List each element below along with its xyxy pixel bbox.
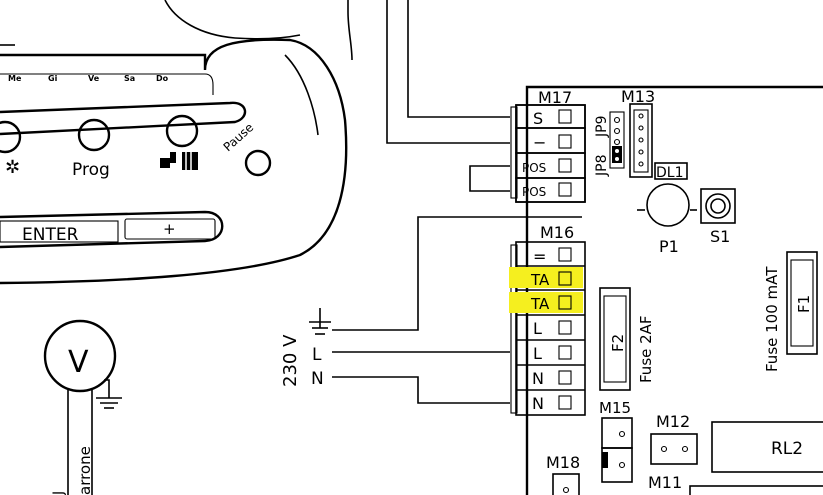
plus-label: + (163, 220, 176, 238)
m16-terminal-ta-1: TA (530, 271, 550, 289)
m16-label: M16 (540, 223, 574, 242)
supply-wiring: 230 V L N (280, 0, 582, 404)
m15-label: M15 (599, 399, 631, 417)
day-label-me: Me (8, 74, 22, 83)
m12-label: M12 (656, 412, 690, 431)
jp9-label: JP9 (594, 116, 610, 138)
m16-terminal-n-1: N (532, 369, 544, 388)
enter-button[interactable] (0, 220, 119, 243)
m17-terminal-pos-2: POS (522, 185, 546, 199)
f2-label: F2 (609, 334, 627, 352)
connector-m11: M11 (648, 473, 682, 492)
enter-label: ENTER (22, 225, 79, 245)
m18-label: M18 (546, 453, 580, 472)
led-dl1: DL1 (654, 162, 688, 181)
m11-label: M11 (648, 473, 682, 492)
f2-fuse-label: Fuse 2AF (637, 315, 655, 383)
m16-terminal-l-2: L (533, 344, 542, 363)
meter-side-text-2: J (51, 491, 67, 495)
connector-m13: M13 (621, 87, 655, 178)
l-label: L (312, 345, 322, 365)
sun-icon: ✲ (5, 157, 20, 178)
m16-terminal-l-1: L (533, 319, 542, 338)
terminal-block-m16: M16 = TA TA L L N N (509, 223, 586, 416)
prog-label: Prog (72, 160, 110, 180)
prog-knob[interactable] (77, 118, 111, 152)
supply-voltage-label: 230 V (280, 334, 301, 387)
ta-highlight-2 (509, 292, 583, 313)
day-labels: Me Gi Ve Sa Do (8, 74, 169, 83)
day-label-sa: Sa (124, 74, 135, 83)
m16-terminal-ta-2: TA (530, 295, 550, 313)
connector-m12: M12 (650, 412, 698, 465)
terminal-block-m17: M17 S − POS POS (510, 88, 586, 203)
control-panel: Me Gi Ve Sa Do ✲ Prog Pause ENTER + (0, 0, 348, 285)
pause-label: Pause (221, 120, 257, 154)
connector-m18: M18 (546, 453, 580, 495)
jumpers: JP9 JP8 (594, 111, 625, 177)
day-label-do: Do (156, 74, 169, 83)
m17-terminal-s: S (533, 109, 543, 128)
voltmeter: V arrone J (43, 319, 122, 495)
day-label-gi: Gi (48, 74, 58, 83)
fuse-f2: F2 Fuse 2AF (599, 287, 655, 391)
rl2-label: RL2 (771, 439, 803, 459)
m16-terminal-n-2: N (532, 394, 544, 413)
meter-side-text: arrone (76, 446, 94, 495)
jp8-label: JP8 (594, 155, 610, 177)
m17-terminal-pos-1: POS (522, 161, 546, 175)
voltmeter-label: V (68, 345, 89, 380)
f1-fuse-label: Fuse 100 mAT (763, 266, 781, 372)
dl1-label: DL1 (656, 165, 684, 181)
m17-terminal-minus: − (533, 133, 546, 152)
tap-radiator-icon (160, 152, 198, 170)
m17-label: M17 (538, 88, 572, 107)
circuit-board: M17 S − POS POS JP9 JP8 (509, 85, 823, 495)
plus-button[interactable] (124, 218, 216, 240)
switch-s1[interactable]: S1 (700, 188, 736, 246)
m13-label: M13 (621, 87, 655, 106)
f1-label: F1 (795, 295, 813, 313)
day-label-ve: Ve (88, 74, 100, 83)
s1-label: S1 (710, 227, 730, 246)
n-label: N (311, 369, 324, 389)
relay-rl2: RL2 (689, 421, 823, 495)
pause-button[interactable] (244, 149, 272, 177)
p1-label: P1 (659, 237, 679, 256)
earth-symbol (309, 308, 331, 335)
potentiometer-p1: P1 (637, 183, 697, 256)
fuse-f1: F1 Fuse 100 mAT (763, 251, 818, 372)
m16-terminal-equal: = (533, 247, 546, 266)
left-knob[interactable] (0, 120, 22, 154)
dhw-knob[interactable] (165, 114, 199, 148)
connector-m15: M15 (599, 399, 633, 483)
